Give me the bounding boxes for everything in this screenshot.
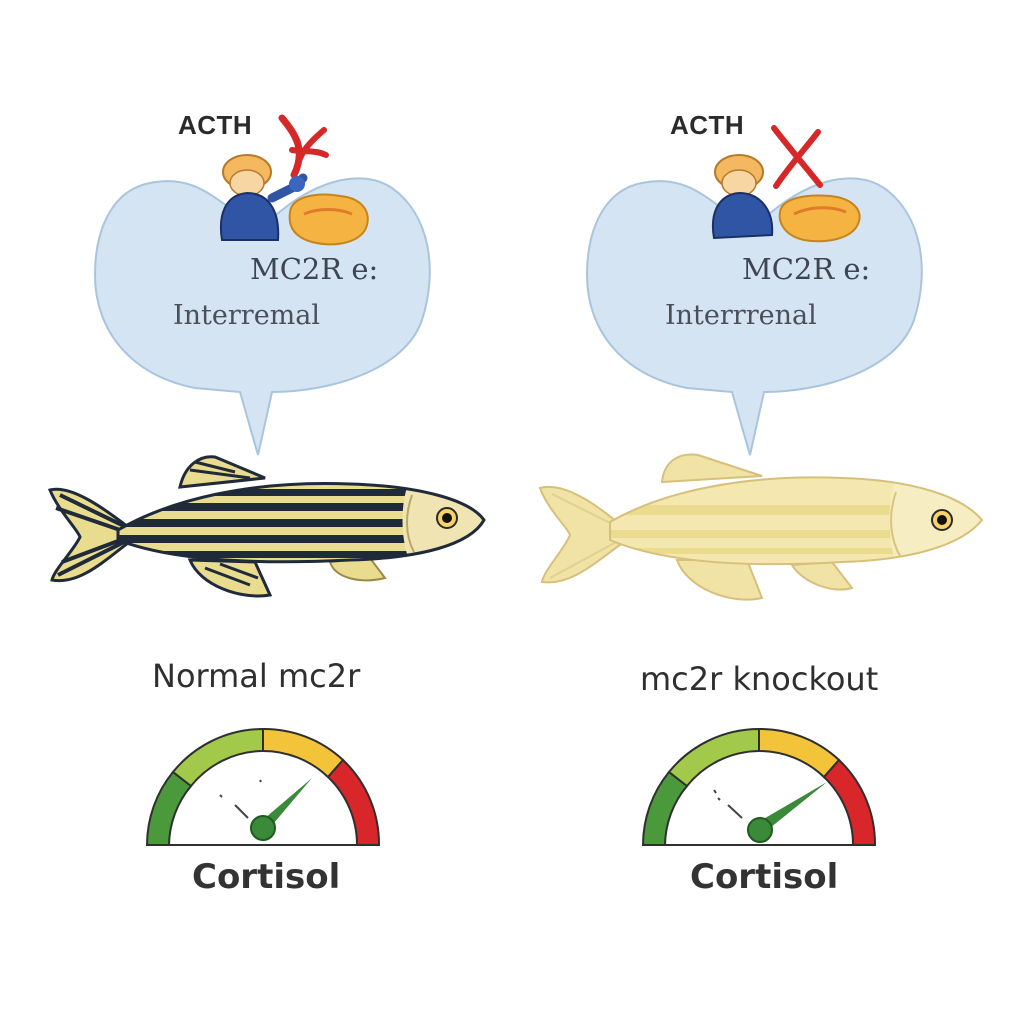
panel-normal: ACTH MC2R e: Interremal Normal mc2r Cort… [47, 110, 486, 897]
panel-normal-scene [47, 114, 486, 846]
acth-block-icon [771, 125, 823, 189]
fish-label: Normal mc2r [152, 657, 361, 695]
panel-knockout-scene [538, 125, 984, 846]
acth-block-icon [278, 114, 329, 179]
mc2r-receptor-label: MC2R e: [250, 252, 379, 286]
interrenal-gland-icon [288, 193, 369, 246]
interrenal-label: Interremal [173, 300, 321, 331]
mc2r-receptor-label: MC2R e: [742, 252, 871, 286]
zebrafish-icon [47, 455, 486, 598]
person-icon [220, 154, 308, 241]
panel-knockout: ACTH MC2R e: Interrrenal mc2r knockout C… [492, 0, 1004, 1024]
acth-label: ACTH [178, 110, 253, 140]
gauge-label: Cortisol [192, 857, 341, 897]
cortisol-gauge-icon [641, 727, 877, 846]
person-icon [712, 154, 774, 240]
gauge-label: Cortisol [690, 857, 839, 897]
zebrafish-icon [538, 453, 984, 601]
interrenal-gland-icon [778, 194, 861, 243]
acth-label: ACTH [670, 110, 745, 140]
fish-label: mc2r knockout [640, 660, 879, 698]
cortisol-gauge-icon [145, 727, 381, 846]
interrenal-label: Interrrenal [665, 300, 817, 331]
